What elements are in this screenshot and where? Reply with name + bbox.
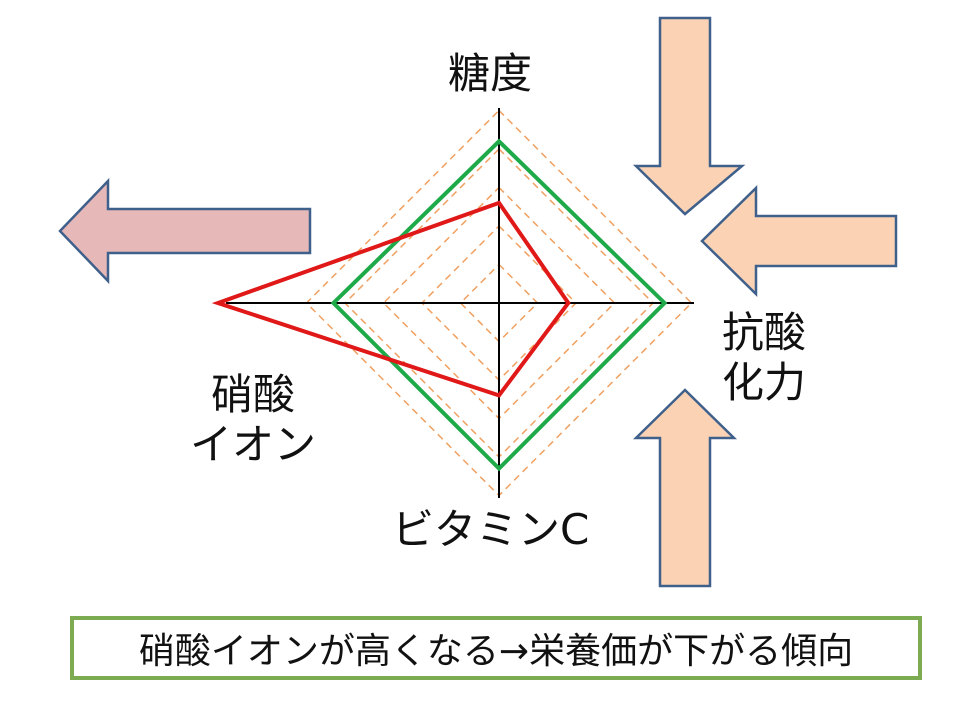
- axis-label-nitrate-line2: イオン: [189, 419, 316, 469]
- radar-series: [211, 138, 668, 472]
- top-inward-arrow: [632, 16, 746, 216]
- note-text: 硝酸イオンが高くなる→栄養価が下がる傾向: [138, 631, 854, 672]
- axis-label-sugar: 糖度: [448, 49, 533, 98]
- right-inward-arrow: [700, 185, 898, 297]
- axis-label-antioxidant-line1: 抗酸: [722, 308, 807, 357]
- note-box: 硝酸イオンが高くなる→栄養価が下がる傾向: [70, 616, 922, 680]
- green-series-polygon: [330, 138, 668, 472]
- axis-label-antioxidant: 抗酸 化力: [722, 308, 832, 407]
- radar-axes: [226, 108, 694, 498]
- red-series-polygon: [211, 200, 571, 398]
- axis-label-antioxidant-line2: 化力: [722, 357, 807, 407]
- left-arrow: [58, 177, 312, 285]
- axis-label-nitrate: 硝酸 イオン: [178, 370, 328, 469]
- axis-label-nitrate-line1: 硝酸: [210, 370, 295, 419]
- axis-label-vitamin-c: ビタミンC: [392, 505, 590, 554]
- bottom-inward-arrow: [632, 388, 738, 588]
